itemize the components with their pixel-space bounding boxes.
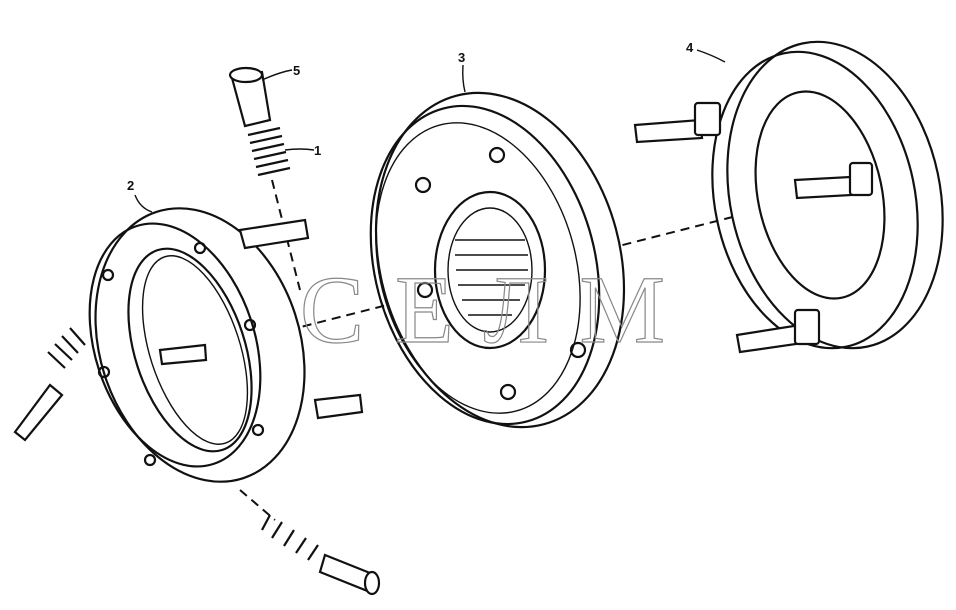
part-3-disc	[369, 91, 626, 429]
leader-2	[134, 194, 153, 213]
label-1: 1	[314, 143, 321, 158]
leader-3	[462, 64, 466, 93]
part-1-spring	[247, 126, 291, 177]
label-4: 4	[686, 40, 694, 55]
part-2-ring	[88, 207, 364, 483]
bottom-spring-pin	[261, 514, 381, 596]
leader-1	[284, 148, 315, 151]
part-5-pin	[228, 66, 272, 128]
pin-axis-line-top	[271, 179, 301, 291]
leader-5	[261, 69, 293, 81]
leader-4	[696, 49, 726, 63]
label-5: 5	[293, 63, 300, 78]
label-3: 3	[458, 50, 465, 65]
label-2: 2	[127, 178, 134, 193]
watermark: СЕЛМ	[300, 256, 665, 363]
part-4-ring	[633, 40, 944, 354]
left-spring-pin	[13, 327, 86, 442]
